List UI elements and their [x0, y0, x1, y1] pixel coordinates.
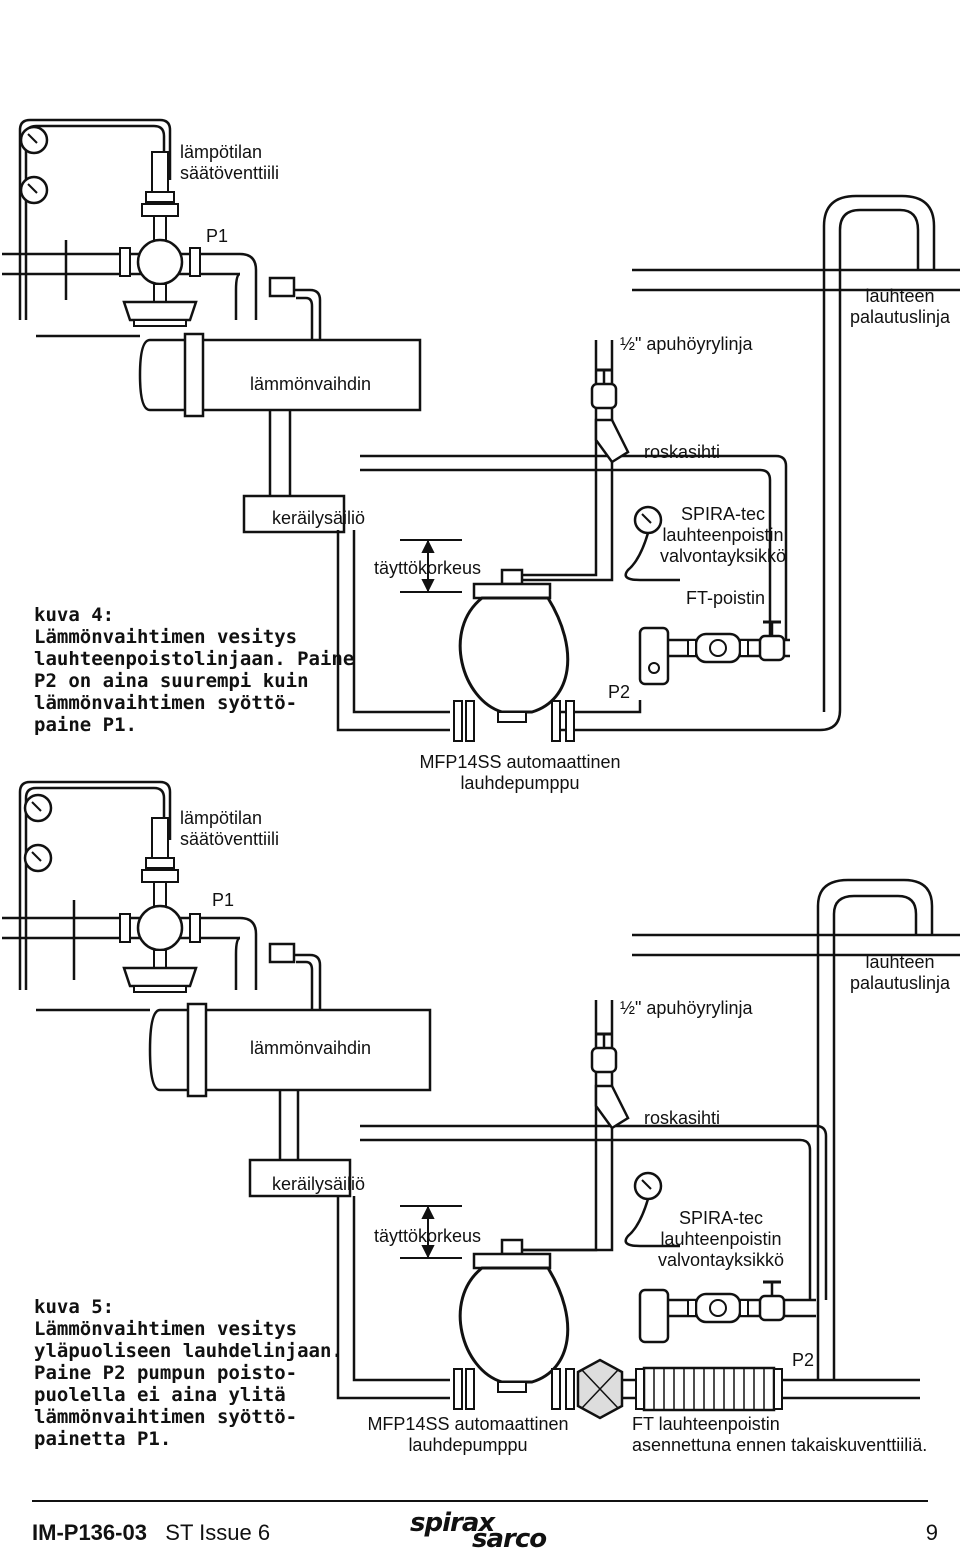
fig5-p1-label: P1 [212, 890, 235, 910]
fig5-collection-tank-label: keräilysäiliö [272, 1174, 366, 1194]
footer-doc-id: IM-P136-03 ST Issue 6 [32, 1520, 271, 1545]
fig4-steam-line-label: ½" apuhöyrylinja [620, 334, 753, 354]
fig4-p1-label: P1 [206, 226, 229, 246]
fig5-strainer-label: roskasihti [644, 1108, 721, 1128]
fig4-fill-height-label: täyttökorkeus [374, 558, 482, 578]
fig4-heat-exchanger-label: lämmönvaihdin [250, 374, 372, 394]
fig4-caption: kuva 4: Lämmönvaihtimen vesitys lauhteen… [34, 604, 355, 736]
spirax-sarco-logo: spirax sarco [410, 1508, 547, 1554]
footer-rule [32, 1500, 928, 1502]
fig4-ft-trap-label: FT-poistin [686, 588, 766, 608]
fig5-heat-exchanger-label: lämmönvaihdin [250, 1038, 372, 1058]
figure4-diagram [2, 118, 960, 742]
page-number: 9 [925, 1520, 938, 1545]
fig5-caption: kuva 5: Lämmönvaihtimen vesitys yläpuoli… [34, 1296, 343, 1450]
figure5-diagram [2, 780, 960, 1420]
fig4-strainer-label: roskasihti [644, 442, 721, 462]
fig5-p2-label: P2 [792, 1350, 815, 1370]
fig4-p2-label: P2 [608, 682, 631, 702]
fig4-collection-tank-label: keräilysäiliö [272, 508, 366, 528]
fig5-fill-height-label: täyttökorkeus [374, 1226, 482, 1246]
fig5-steam-line-label: ½" apuhöyrylinja [620, 998, 753, 1018]
